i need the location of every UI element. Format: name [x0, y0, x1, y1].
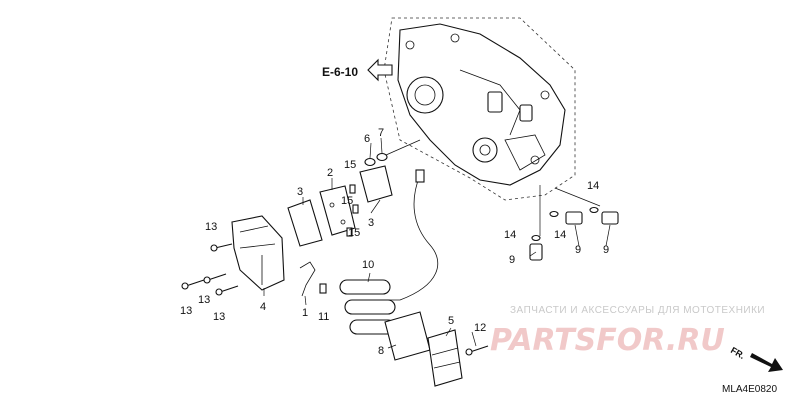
- o-ring-7: [376, 152, 388, 162]
- callout-11: 11: [318, 311, 329, 323]
- bolt-13c: [207, 273, 227, 281]
- switch-9-right: [601, 211, 619, 225]
- callout-12: 12: [474, 322, 486, 334]
- valve-body-4: [231, 215, 285, 291]
- bolt-13d: [219, 285, 239, 293]
- bolt-15a: [349, 184, 356, 194]
- bolt-12: [469, 345, 489, 353]
- callout-9-middle: 9: [575, 244, 581, 256]
- bolt-15b: [352, 204, 359, 214]
- callout-7: 7: [378, 127, 384, 139]
- callout-14-middle: 14: [554, 229, 566, 241]
- callout-3-right: 3: [368, 217, 374, 229]
- watermark-text: ЗАПЧАСТИ И АКСЕССУАРЫ ДЛЯ МОТОТЕХНИКИ: [510, 305, 765, 316]
- callout-15-middle: 15: [341, 195, 353, 207]
- reference-label: E-6-10: [322, 65, 358, 79]
- callout-13-left: 13: [180, 305, 192, 317]
- callout-13-middle: 13: [198, 294, 210, 306]
- callout-15-bottom: 15: [348, 227, 360, 239]
- callout-14-right: 14: [587, 180, 599, 192]
- callout-4: 4: [260, 301, 266, 313]
- callout-8: 8: [378, 345, 384, 357]
- bolt-11: [319, 283, 327, 294]
- callout-6: 6: [364, 133, 370, 145]
- washer-14-left: [531, 234, 541, 242]
- front-arrow-icon: [750, 353, 783, 372]
- gasket-3-right: [359, 165, 393, 203]
- crankcase-cover: [397, 23, 566, 186]
- washer-14-middle: [549, 210, 559, 218]
- callout-13-top: 13: [205, 221, 217, 233]
- callout-9-left: 9: [509, 254, 515, 266]
- callout-14-left: 14: [504, 229, 516, 241]
- callout-9-right: 9: [603, 244, 609, 256]
- bolt-13b: [185, 279, 205, 287]
- harness-connector: [415, 169, 425, 183]
- bolt-15c: [346, 227, 353, 237]
- cover-5: [427, 329, 463, 387]
- reference-arrow-icon: [367, 58, 393, 82]
- clip-1: [299, 261, 316, 297]
- fr-label: FR.: [729, 345, 747, 361]
- switch-9-middle: [565, 211, 583, 225]
- callout-5: 5: [448, 315, 454, 327]
- callout-13-right: 13: [213, 311, 225, 323]
- washer-14-right: [589, 206, 599, 214]
- wire-harness: [380, 174, 439, 301]
- diagram-code: MLA4E0820: [722, 384, 777, 395]
- callout-3-left: 3: [297, 186, 303, 198]
- callout-10: 10: [362, 259, 374, 271]
- gasket-8: [384, 311, 431, 361]
- bolt-13a: [214, 243, 233, 249]
- callout-1: 1: [302, 307, 308, 319]
- plate-2: [319, 185, 356, 236]
- callout-2: 2: [327, 167, 333, 179]
- front-direction-indicator: FR.: [729, 345, 783, 372]
- watermark-logo: PARTSFOR.RU: [490, 323, 725, 358]
- o-ring-6: [364, 157, 376, 167]
- callout-15-top: 15: [344, 159, 356, 171]
- gasket-3-left: [287, 199, 323, 247]
- assembly-boundary: [383, 17, 576, 201]
